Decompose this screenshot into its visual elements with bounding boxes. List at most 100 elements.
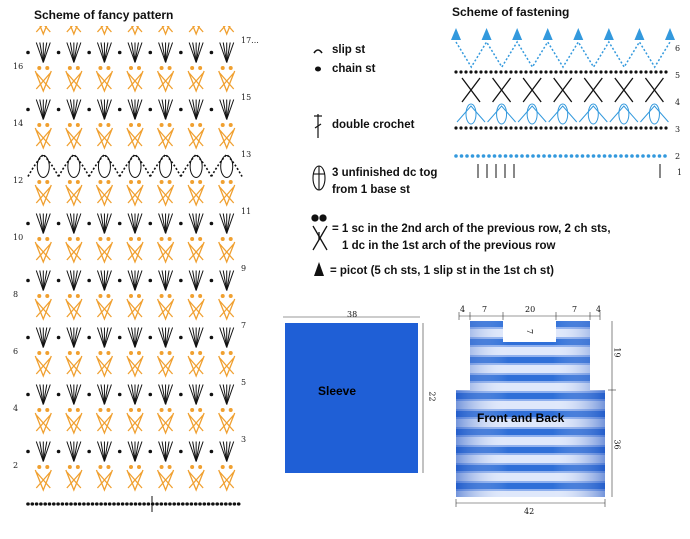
fancy-pattern-chart [26, 26, 243, 512]
row-number-right: 3 [241, 435, 247, 444]
fastening-row-number: 3 [675, 125, 681, 134]
pattern-motif [34, 408, 52, 435]
chain-dot [614, 70, 618, 74]
cluster-mark [648, 103, 660, 125]
chain-dot [492, 154, 497, 158]
pattern-motif [148, 270, 174, 291]
sleeve-height-label: 22 [427, 391, 437, 402]
chain-dot [646, 154, 651, 158]
pattern-motif [179, 42, 204, 63]
chain-dot [479, 126, 483, 130]
pattern-motif [66, 26, 82, 36]
pattern-motif [126, 465, 144, 492]
chain-dot [575, 154, 579, 158]
chain-dot [236, 502, 241, 506]
picot-mark [573, 28, 584, 40]
pattern-motif [156, 408, 175, 435]
pattern-motif [148, 441, 174, 462]
pattern-motif [65, 294, 83, 321]
body-upper-dim: 19 [612, 347, 622, 358]
cluster-mark [465, 103, 477, 125]
pattern-motif [56, 384, 82, 405]
pattern-motif [218, 465, 236, 492]
chain-dot [484, 126, 488, 130]
body-lower-dim: 36 [612, 439, 622, 450]
legend: slip st chain st double crochet 3 unfini… [310, 40, 690, 290]
pattern-motif [156, 465, 175, 492]
chain-dot [579, 70, 583, 74]
row-number-right: 17... [241, 36, 259, 45]
pattern-motif [57, 153, 90, 178]
chain-dot [95, 502, 99, 506]
chain-dot [549, 70, 553, 74]
pattern-motif [209, 441, 235, 462]
chain-dot [30, 502, 35, 506]
chain-dot [489, 70, 493, 74]
chain-dot [619, 126, 623, 130]
pattern-motif [218, 180, 236, 207]
fan-mark [517, 105, 547, 123]
chain-dot [569, 70, 573, 74]
row-number-left: 4 [13, 404, 19, 413]
legend-double-crochet: double crochet [332, 119, 415, 131]
legend-symbols [311, 49, 328, 276]
chain-dot [138, 502, 142, 506]
chain-dot [69, 502, 73, 506]
chain-dot [529, 70, 533, 74]
pattern-motif [56, 327, 82, 348]
chain-dot [564, 70, 568, 74]
chain-dot [219, 502, 224, 506]
chain-dot [514, 126, 518, 130]
chain-dot [86, 502, 90, 506]
chain-dot [504, 70, 508, 74]
chain-dot [624, 70, 628, 74]
picot-mark [512, 28, 523, 40]
chain-dot [609, 70, 613, 74]
fan-mark [578, 105, 608, 123]
chain-st-icon [315, 66, 321, 72]
pattern-motif [56, 42, 82, 63]
pattern-motif [95, 465, 114, 492]
picot-mark [665, 28, 675, 40]
chain-dot [499, 126, 503, 130]
pattern-motif [156, 294, 175, 321]
pattern-motif [35, 26, 51, 36]
chain-dot [232, 502, 237, 506]
chain-dot [459, 70, 463, 74]
pattern-motif [34, 351, 52, 378]
chain-dot [454, 126, 458, 130]
row-number-left: 16 [13, 62, 24, 71]
pattern-motif [187, 66, 205, 93]
chain-dot [613, 154, 618, 158]
chain-dot [34, 502, 39, 506]
pattern-motif [65, 123, 83, 150]
pattern-motif [65, 465, 83, 492]
chain-dot [82, 502, 86, 506]
pattern-motif [156, 180, 175, 207]
pattern-motif [87, 42, 112, 63]
chain-dot [635, 154, 640, 158]
chain-dot [464, 126, 468, 130]
chain-dot [198, 502, 202, 506]
pattern-motif [126, 351, 144, 378]
chain-dot [547, 154, 552, 158]
pattern-motif [218, 66, 236, 93]
fan-mark [609, 105, 639, 123]
legend-sc-line2: 1 dc in the 1st arch of the previous row [342, 240, 556, 252]
cluster-mark [557, 103, 569, 125]
chain-dot [564, 154, 568, 158]
pattern-motif [95, 237, 114, 264]
chain-dot [125, 502, 129, 506]
chain-dot [193, 502, 198, 506]
pattern-motif [34, 294, 52, 321]
chain-dot [624, 126, 628, 130]
row-number-right: 7 [241, 321, 247, 330]
pattern-motif [126, 408, 144, 435]
pattern-motif [117, 441, 143, 462]
row-number-left: 10 [13, 233, 24, 242]
row-number-right: 9 [241, 264, 247, 273]
pattern-motif [117, 42, 143, 63]
chain-dot [474, 70, 478, 74]
chain-dot [176, 502, 181, 506]
pattern-motif [187, 408, 205, 435]
